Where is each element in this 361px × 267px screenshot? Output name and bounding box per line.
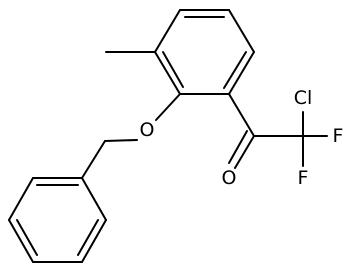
- ring-inner-double-bond-left: [162, 51, 184, 88]
- upper-benzene-ring: [154, 9, 255, 95]
- phenyl-inner-double-bond-left: [16, 219, 38, 256]
- ring-bond-c6-c1: [154, 9, 181, 53]
- ring-bond-c2-c3: [228, 9, 255, 53]
- phenyl-bond-2: [8, 177, 34, 221]
- phenyl-bond-3: [8, 219, 34, 263]
- ring-bond-c5-c6: [154, 51, 181, 95]
- fluorine-right-label: F: [333, 125, 344, 147]
- ether-oxygen-label: O: [140, 119, 155, 141]
- carbonyl-double-bond-inner: [228, 130, 248, 164]
- ring-to-carbonyl-carbon-bond: [228, 93, 255, 137]
- phenyl-inner-double-bond-right: [77, 219, 99, 256]
- carbonyl-oxygen-label: O: [222, 167, 237, 189]
- ether-oxygen-to-ch2-bond: [104, 139, 138, 142]
- ring-bond-c3-c4: [228, 51, 255, 95]
- chlorine-label: Cl: [294, 87, 313, 109]
- fluorine-bottom-label: F: [298, 167, 309, 189]
- ch2-to-phenyl-bond: [81, 140, 106, 179]
- lower-benzene-ring: [8, 177, 107, 263]
- ring-to-ether-oxygen-bond: [155, 93, 181, 121]
- carbonyl-double-bond-outer: [234, 135, 255, 169]
- phenyl-bond-5: [81, 219, 107, 263]
- phenyl-bond-6: [81, 177, 107, 221]
- ring-inner-double-bond-right: [223, 51, 247, 89]
